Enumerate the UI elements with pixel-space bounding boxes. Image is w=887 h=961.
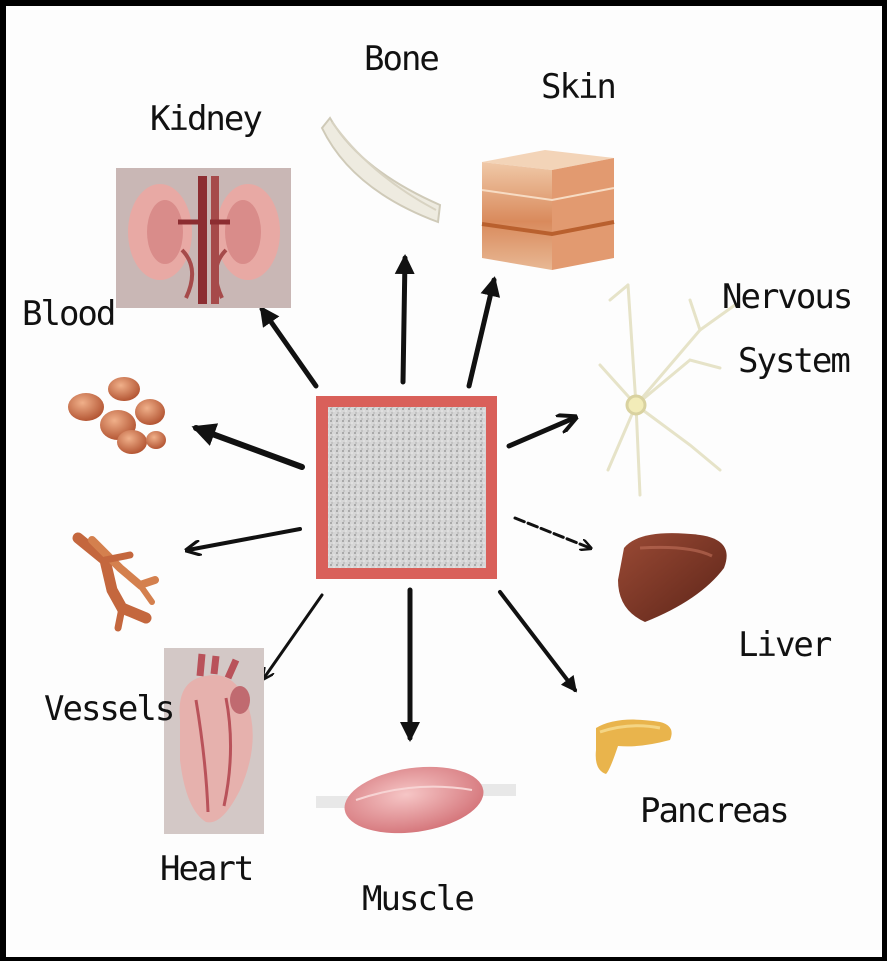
heart-icon [164, 648, 264, 834]
label-nervous-line1: Nervous [722, 277, 851, 317]
label-muscle: Muscle [362, 879, 473, 919]
arrow-to-liver [515, 518, 590, 548]
neuron-icon [600, 285, 735, 495]
arrow-to-nervous [509, 418, 574, 446]
label-vessels: Vessels [44, 689, 173, 729]
arrow-to-heart [264, 595, 322, 678]
label-nervous-line2: System [738, 341, 849, 381]
kidney-icon [116, 168, 291, 308]
label-blood: Blood [22, 294, 114, 334]
label-pancreas: Pancreas [640, 791, 788, 831]
stem-cell-icon [316, 396, 497, 579]
label-bone: Bone [364, 39, 438, 79]
arrow-to-bone [403, 258, 405, 382]
arrow-to-pancreas [500, 592, 575, 690]
vessels-icon [78, 538, 155, 628]
liver-icon [618, 533, 727, 622]
label-kidney: Kidney [150, 99, 262, 139]
pancreas-icon [596, 720, 672, 774]
label-skin: Skin [541, 67, 615, 107]
arrow-to-skin [469, 280, 494, 386]
arrow-to-kidney [262, 309, 316, 386]
arrow-to-blood [196, 428, 302, 467]
label-liver: Liver [738, 625, 832, 665]
muscle-icon [316, 759, 516, 842]
arrow-to-vessels [188, 529, 300, 550]
skin-icon [482, 150, 614, 270]
bone-icon [322, 118, 440, 222]
label-heart: Heart [160, 849, 252, 889]
blood-cells-icon [68, 377, 166, 454]
